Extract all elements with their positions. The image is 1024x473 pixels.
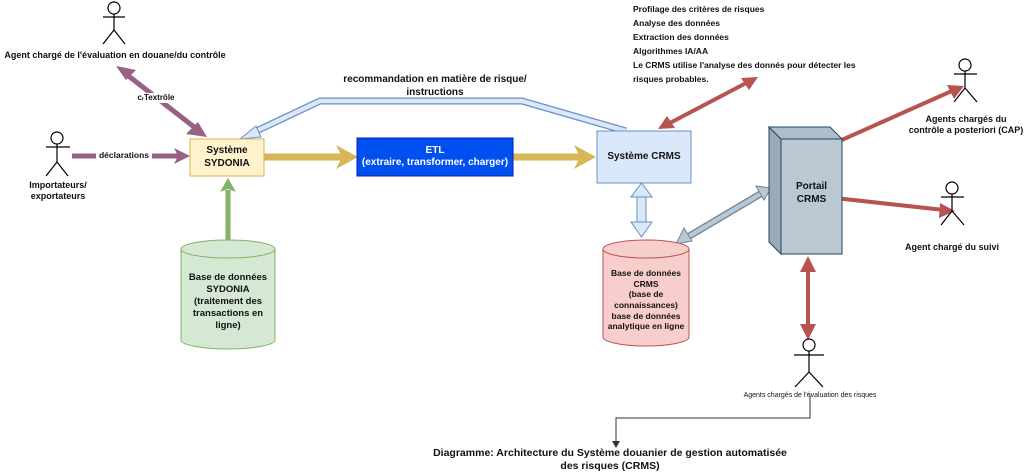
- recommandation-line2: instructions: [406, 86, 464, 98]
- node-sydonia[interactable]: Système SYDONIA: [190, 139, 264, 176]
- actor-agent-evaluation-icon: [102, 1, 126, 45]
- db-sydonia-shape: [180, 239, 276, 350]
- crms-feature: Extraction des données: [633, 32, 729, 42]
- arrow-portal-risk-agents: [800, 256, 816, 340]
- edge-label-controle: cᵣTextrôle: [128, 93, 184, 103]
- portail-line2: CRMS: [796, 193, 827, 205]
- crms-box-shape: [596, 130, 692, 184]
- etl-line1: ETL: [425, 144, 445, 156]
- sydonia-box-shape: [189, 138, 265, 177]
- arrow-etl-to-crms: [513, 145, 596, 169]
- node-db-crms[interactable]: Base de données CRMS (base de connaissan…: [603, 262, 689, 338]
- crms-feature: risques probables.: [633, 74, 709, 84]
- actor-agent-evaluation-label: Agent chargé de l'évaluation en douane/d…: [4, 50, 226, 60]
- actor-agent-suivi-icon: [940, 181, 965, 226]
- crms-feature: Profilage des critères de risques: [633, 4, 765, 14]
- sydonia-line2: SYDONIA: [204, 157, 250, 169]
- arrow-sydonia-to-etl: [264, 145, 358, 169]
- caption-line1: Diagramme: Architecture du Système douan…: [433, 447, 787, 459]
- arrow-db-sydonia-to-sydonia: [220, 178, 236, 240]
- etl-box-shape: [356, 137, 514, 177]
- connector-to-caption: [612, 395, 811, 448]
- db-sydonia-line: SYDONIA: [206, 284, 250, 296]
- db-sydonia-line: transactions en: [192, 307, 264, 319]
- arrow-crms-features: [658, 77, 758, 129]
- arrow-recommendation: [238, 97, 627, 140]
- db-crms-shape: [602, 239, 690, 347]
- agents-cap-line2: contrôle a posteriori (CAP): [908, 125, 1024, 136]
- diagram-caption: Diagramme: Architecture du Système douan…: [420, 447, 800, 473]
- edge-label-declarations: déclarations: [96, 150, 152, 161]
- importateurs-line1: Importateurs/: [29, 180, 87, 190]
- node-db-sydonia[interactable]: Base de données SYDONIA (traitement des …: [181, 262, 275, 342]
- caption-line2: des risques (CRMS): [560, 460, 660, 473]
- actor-agents-cap-icon: [953, 58, 978, 103]
- db-crms-line: Base de données: [611, 268, 681, 279]
- db-crms-line: base de données: [611, 310, 681, 321]
- node-crms-system[interactable]: Système CRMS: [597, 131, 691, 183]
- crms-feature: Analyse des données: [633, 18, 720, 28]
- actor-agents-cap-label: Agents chargés du contrôle a posteriori …: [908, 114, 1024, 137]
- db-crms-line: CRMS: [633, 278, 659, 289]
- crms-feature: Algorithmes IA/AA: [633, 46, 709, 56]
- db-sydonia-line: (traitement des: [193, 296, 263, 308]
- arrow-crms-db: [630, 182, 653, 238]
- agents-cap-line1: Agents chargés du: [925, 114, 1007, 124]
- crms-features-list: Profilage des critères de risques Analys…: [633, 2, 893, 86]
- actor-importateurs-label: Importateurs/ exportateurs: [10, 180, 106, 203]
- node-portail-crms[interactable]: Portail CRMS: [781, 139, 842, 254]
- db-sydonia-line: Base de données: [188, 272, 268, 284]
- db-crms-line: connaissances): [614, 300, 678, 310]
- crms-feature: Le CRMS utilise l'analyse des donnés pou…: [633, 60, 856, 70]
- actor-agents-risques-label: Agents chargés de l'évaluation des risqu…: [743, 392, 877, 399]
- db-crms-line: analytique en ligne: [607, 321, 685, 332]
- recommandation-line1: recommandation en matière de risque/: [343, 74, 527, 85]
- portail-line1: Portail: [795, 181, 828, 192]
- etl-line2: (extraire, transformer, charger): [361, 157, 509, 168]
- node-etl[interactable]: ETL (extraire, transformer, charger): [357, 138, 513, 176]
- actor-agents-risques-icon: [794, 338, 824, 388]
- portal-crms-shape: [767, 125, 844, 256]
- actor-agent-suivi-label: Agent chargé du suivi: [904, 242, 1000, 252]
- arrow-portal-db: [675, 185, 772, 245]
- sydonia-line1: Système: [206, 145, 248, 156]
- edge-label-recommandation: recommandation en matière de risque/ ins…: [290, 74, 580, 99]
- db-crms-line: (base de: [628, 289, 664, 300]
- importateurs-line2: exportateurs: [30, 191, 86, 202]
- crms-system-label: Système CRMS: [607, 150, 681, 162]
- actor-importateurs-icon: [45, 131, 70, 177]
- db-sydonia-line: ligne): [215, 319, 241, 331]
